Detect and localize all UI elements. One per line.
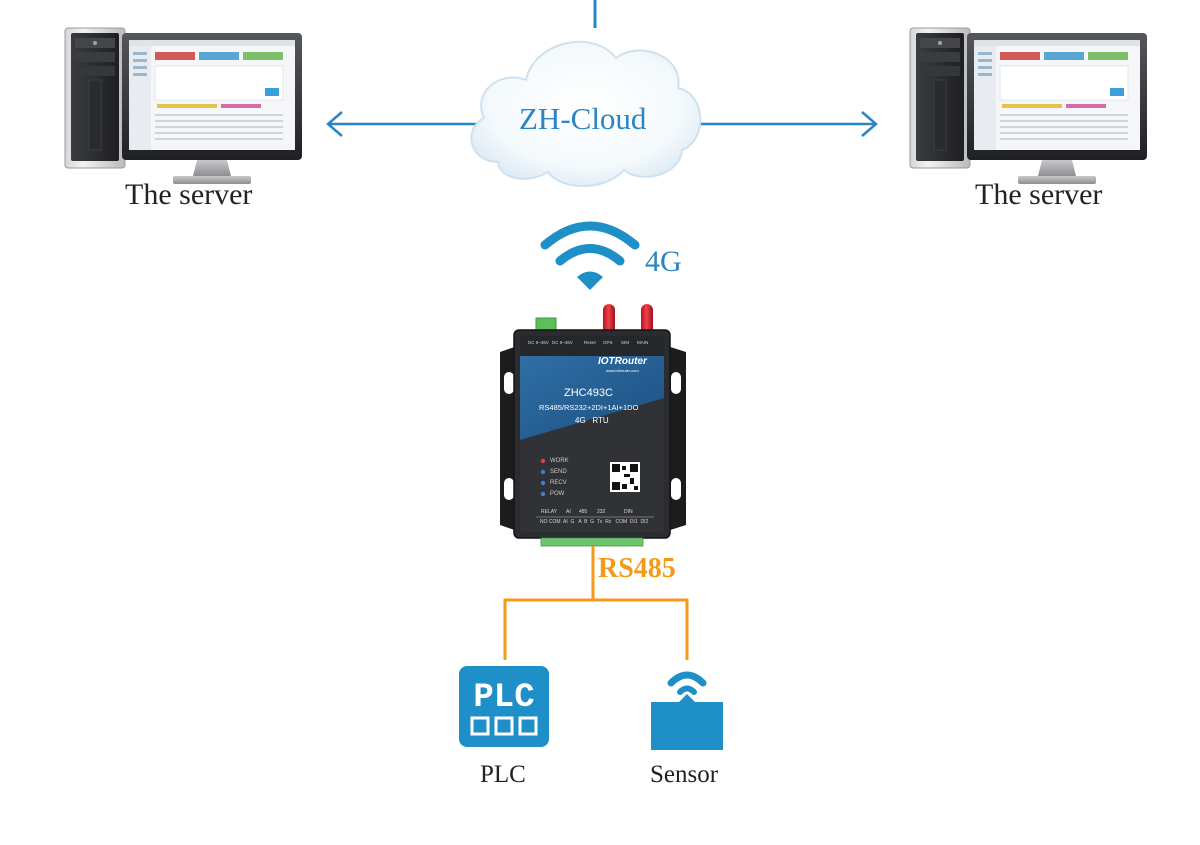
wireless-signal-icon — [540, 221, 640, 290]
right-computer-icon — [909, 27, 1148, 185]
cloud-label: ZH-Cloud — [519, 101, 647, 136]
plc-icon: PLC — [459, 666, 549, 747]
plc-label: PLC — [480, 761, 526, 788]
terminal-pin-labels: NO COM AI G A B G Tx Rx COM DI1 DI2 — [540, 519, 649, 525]
sensor-label: Sensor — [650, 761, 719, 788]
left-server-label: The server — [125, 178, 253, 211]
device-brand: IOTRouter — [598, 356, 647, 367]
device-sim-label: SIM — [621, 340, 630, 345]
arrow-to-right-server — [690, 111, 878, 137]
terminal-group-relay: RELAY — [541, 509, 558, 515]
led-recv-label: RECV — [550, 480, 567, 486]
network-label: 4G — [645, 245, 682, 278]
sensor-icon — [651, 671, 723, 750]
device-reset-label: Reset — [584, 340, 596, 345]
device-brand-site: www.iotrouter.com — [606, 368, 639, 373]
device-top-label-1: DC 9~36V — [528, 340, 549, 345]
left-computer-icon — [64, 27, 303, 185]
device-type: 4G RTU — [575, 416, 609, 425]
device-top-label-2: DC 9~36V — [552, 340, 573, 345]
terminal-group-232: 232 — [597, 509, 606, 515]
led-work-label: WORK — [550, 458, 569, 464]
rtu-device-body — [513, 329, 671, 547]
rs485-label: RS485 — [598, 553, 676, 584]
device-gps-label: GPS — [603, 340, 613, 345]
terminal-group-din: DIN — [624, 509, 633, 515]
cloud-icon — [470, 40, 702, 187]
led-send-label: SEND — [550, 469, 567, 475]
device-spec: RS485/RS232+2DI+1AI+1DO — [539, 403, 639, 412]
terminal-group-485: 485 — [579, 509, 588, 515]
power-connector — [535, 317, 557, 331]
device-model: ZHC493C — [564, 387, 613, 399]
rs485-bus-lines — [503, 546, 689, 660]
led-pow-label: POW — [550, 491, 565, 497]
plc-icon-text: PLC — [473, 679, 534, 717]
arrow-to-left-server — [326, 111, 490, 137]
device-main-label: MAIN — [637, 340, 649, 345]
right-server-label: The server — [975, 178, 1103, 211]
terminal-group-ai: AI — [566, 509, 571, 515]
